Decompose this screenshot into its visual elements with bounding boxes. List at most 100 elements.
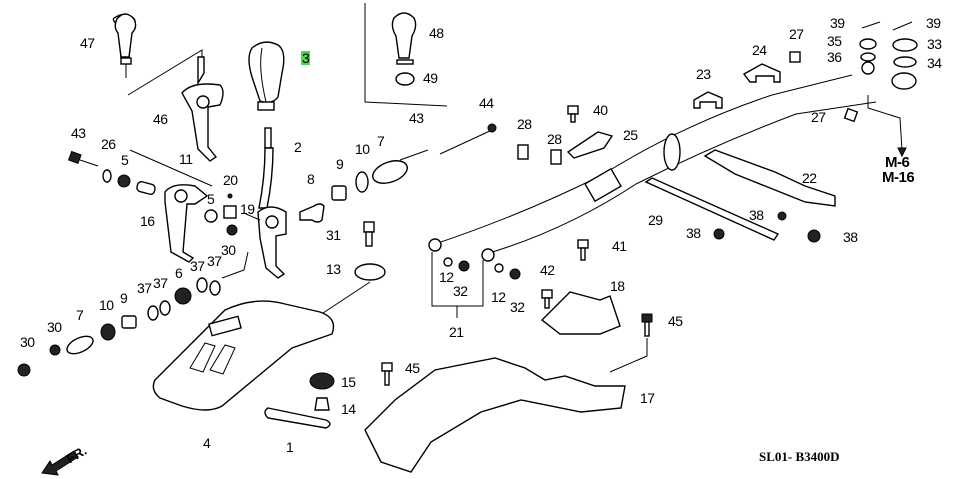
callout-47[interactable]: 47 xyxy=(80,35,95,51)
callout-30[interactable]: 30 xyxy=(221,242,236,258)
callout-23[interactable]: 23 xyxy=(696,66,711,82)
clip-28[interactable] xyxy=(517,144,529,160)
callout-39b[interactable]: 39 xyxy=(926,15,941,31)
shift-lever-46[interactable] xyxy=(181,56,224,162)
nut-15[interactable] xyxy=(309,372,335,390)
ring-37[interactable] xyxy=(147,305,159,321)
callout-10[interactable]: 10 xyxy=(355,141,370,157)
callout-38[interactable]: 38 xyxy=(749,207,764,223)
callout-18[interactable]: 18 xyxy=(610,278,625,294)
callout-15[interactable]: 15 xyxy=(341,374,356,390)
callout-26[interactable]: 26 xyxy=(101,136,116,152)
clip-27b[interactable] xyxy=(843,107,859,123)
bushing-34[interactable] xyxy=(893,56,917,68)
callout-27b[interactable]: 27 xyxy=(811,109,826,125)
nut-5[interactable] xyxy=(117,174,131,188)
ring-37[interactable] xyxy=(159,300,171,316)
callout-45[interactable]: 45 xyxy=(668,313,683,329)
plate-1[interactable] xyxy=(264,407,331,429)
clip-28b[interactable] xyxy=(550,149,562,165)
callout-37c[interactable]: 37 xyxy=(137,280,152,296)
callout-7[interactable]: 7 xyxy=(377,133,385,149)
select-lever-11[interactable] xyxy=(164,184,209,263)
callout-37d[interactable]: 37 xyxy=(153,275,168,291)
bushing-9[interactable] xyxy=(121,315,137,329)
callout-12[interactable]: 12 xyxy=(439,269,454,285)
shift-cables[interactable] xyxy=(428,61,917,262)
nut-30[interactable] xyxy=(17,363,31,377)
bolt-45[interactable] xyxy=(641,313,653,337)
nut-30[interactable] xyxy=(226,224,238,236)
callout-28[interactable]: 28 xyxy=(517,116,532,132)
plate-29[interactable] xyxy=(644,177,780,241)
callout-29[interactable]: 29 xyxy=(648,212,663,228)
bushing-9b[interactable] xyxy=(331,185,347,201)
bolt-45b[interactable] xyxy=(381,362,393,386)
bolt-42[interactable] xyxy=(541,289,553,309)
bushing-10[interactable] xyxy=(100,323,116,341)
bolt-44[interactable] xyxy=(439,129,493,155)
callout-7b[interactable]: 7 xyxy=(76,307,84,323)
washer-35[interactable] xyxy=(859,38,877,50)
bolt-43b[interactable] xyxy=(399,149,429,161)
bushing-33[interactable] xyxy=(892,38,918,52)
base-plate-4[interactable] xyxy=(152,300,335,411)
bolt-41[interactable] xyxy=(577,239,589,261)
callout-11[interactable]: 11 xyxy=(179,151,193,167)
clip-27[interactable] xyxy=(789,51,801,63)
bolt-40[interactable] xyxy=(567,105,579,123)
callout-5b[interactable]: 5 xyxy=(207,191,215,207)
callout-49[interactable]: 49 xyxy=(423,70,438,86)
callout-27[interactable]: 27 xyxy=(789,26,804,42)
callout-12b[interactable]: 12 xyxy=(491,289,506,305)
collar-14[interactable] xyxy=(314,397,330,411)
reference-m16[interactable]: M-16 xyxy=(882,169,915,186)
callout-46[interactable]: 46 xyxy=(153,111,168,127)
shift-lever-2[interactable] xyxy=(257,127,287,279)
washer-26[interactable] xyxy=(102,169,112,183)
nut-38c[interactable] xyxy=(807,229,821,243)
callout-13[interactable]: 13 xyxy=(326,261,341,277)
pin-20[interactable] xyxy=(227,193,233,199)
nut-5b[interactable] xyxy=(204,209,218,223)
clamp-23[interactable] xyxy=(693,91,723,109)
holder-7[interactable] xyxy=(64,333,95,358)
washer-12b[interactable] xyxy=(494,263,504,273)
shift-knob-48[interactable] xyxy=(391,12,417,65)
callout-40[interactable]: 40 xyxy=(593,102,608,118)
callout-48[interactable]: 48 xyxy=(429,25,444,41)
callout-44[interactable]: 44 xyxy=(479,95,494,111)
nut-38[interactable] xyxy=(777,211,787,221)
callout-34[interactable]: 34 xyxy=(927,55,942,71)
callout-24[interactable]: 24 xyxy=(752,42,767,58)
nut-30[interactable] xyxy=(49,344,61,356)
callout-10b[interactable]: 10 xyxy=(99,297,114,313)
callout-1[interactable]: 1 xyxy=(286,439,294,455)
callout-28b[interactable]: 28 xyxy=(547,131,562,147)
holder-7b[interactable] xyxy=(370,156,411,187)
nut-32[interactable] xyxy=(458,260,470,272)
callout-2[interactable]: 2 xyxy=(294,139,302,155)
callout-30c[interactable]: 30 xyxy=(20,334,35,350)
callout-42[interactable]: 42 xyxy=(540,262,555,278)
cotter-pin-39b[interactable] xyxy=(892,21,913,31)
nut-32b[interactable] xyxy=(509,268,521,280)
bracket-25[interactable] xyxy=(566,131,614,159)
callout-9[interactable]: 9 xyxy=(336,156,344,172)
callout-5[interactable]: 5 xyxy=(121,152,129,168)
callout-25[interactable]: 25 xyxy=(623,127,638,143)
callout-32b[interactable]: 32 xyxy=(510,299,525,315)
callout-37[interactable]: 37 xyxy=(190,258,205,274)
cotter-pin-39[interactable] xyxy=(861,21,881,29)
callout-17[interactable]: 17 xyxy=(640,390,655,406)
shift-knob-47[interactable] xyxy=(112,13,137,78)
callout-33[interactable]: 33 xyxy=(927,36,942,52)
collar-16[interactable] xyxy=(136,181,156,195)
ring-37[interactable] xyxy=(196,277,208,293)
block-19[interactable] xyxy=(223,205,237,219)
bracket-18[interactable] xyxy=(540,291,621,335)
callout-38b[interactable]: 38 xyxy=(686,225,701,241)
callout-45b[interactable]: 45 xyxy=(405,360,420,376)
callout-43b[interactable]: 43 xyxy=(409,110,424,126)
bolt-31[interactable] xyxy=(363,221,375,247)
